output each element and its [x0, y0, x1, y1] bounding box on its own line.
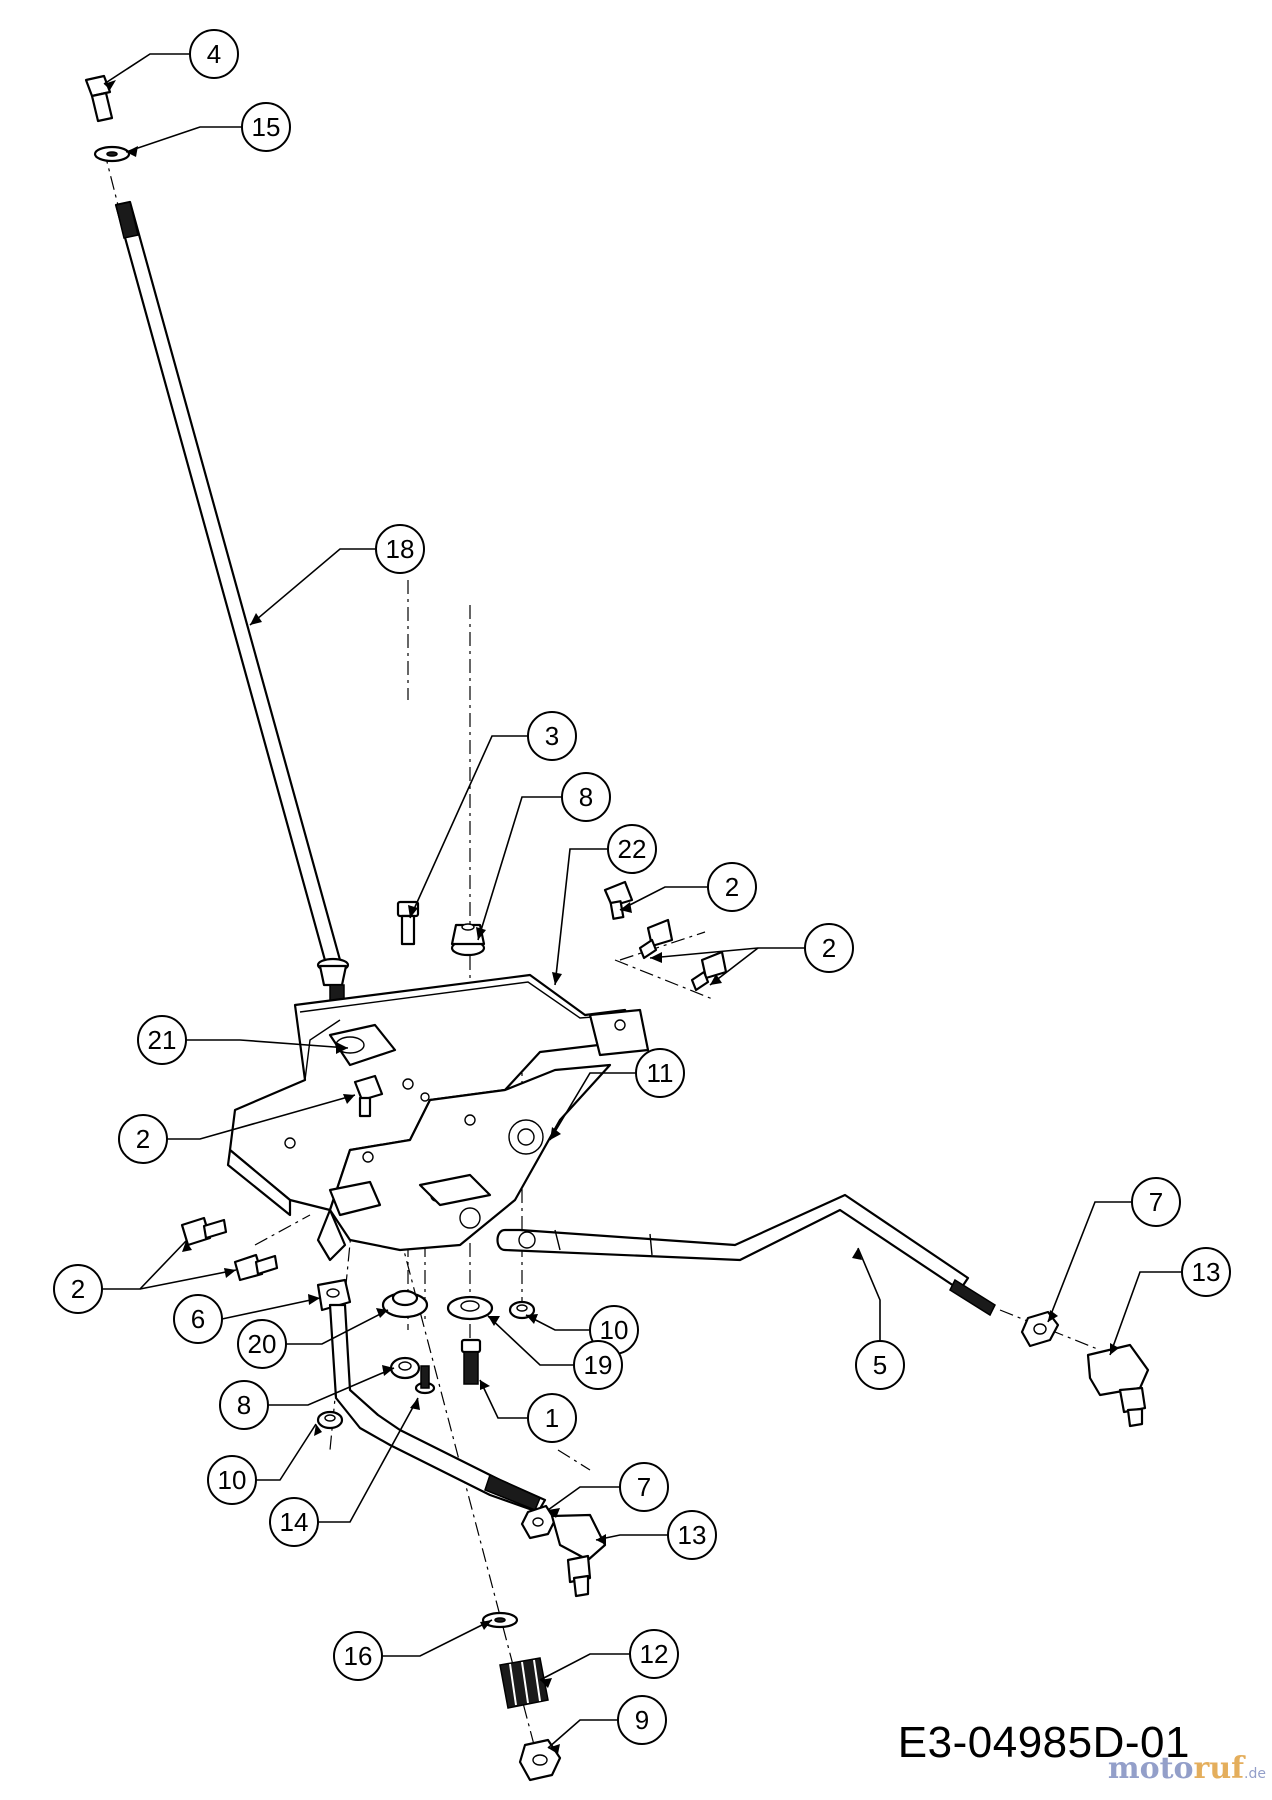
callout-2-lower: 2 [53, 1264, 103, 1314]
svg-text:8: 8 [237, 1390, 251, 1420]
tie-rod-left [316, 1278, 547, 1514]
callout-22: 22 [607, 824, 657, 874]
steering-shaft [114, 200, 350, 1004]
callout-7-left: 7 [619, 1462, 669, 1512]
nut-9 [518, 1738, 562, 1782]
washer-16 [481, 1611, 519, 1629]
svg-text:2: 2 [136, 1124, 150, 1154]
pinion-gear-12 [499, 1657, 549, 1709]
svg-text:7: 7 [1149, 1187, 1163, 1217]
leader-lines [102, 53, 1182, 1749]
center-lines [103, 149, 1101, 1761]
flange-nut-8-upper [450, 923, 486, 957]
svg-text:18: 18 [386, 534, 415, 564]
callout-15: 15 [241, 102, 291, 152]
drag-link [496, 1193, 996, 1317]
ball-joint-left [550, 1513, 607, 1598]
svg-text:21: 21 [148, 1025, 177, 1055]
steering-plate [226, 973, 650, 1262]
svg-text:16: 16 [344, 1641, 373, 1671]
callout-18: 18 [375, 524, 425, 574]
callout-2-mid: 2 [118, 1114, 168, 1164]
top-washer [93, 145, 131, 163]
callout-2-top-b: 2 [804, 923, 854, 973]
bolt-2-lower-a [180, 1216, 228, 1247]
svg-text:7: 7 [637, 1472, 651, 1502]
callout-12: 12 [629, 1629, 679, 1679]
leader-arrowheads [104, 80, 1119, 1754]
callout-6: 6 [173, 1294, 223, 1344]
svg-text:6: 6 [191, 1304, 205, 1334]
callout-5: 5 [855, 1340, 905, 1390]
callout-4: 4 [189, 29, 239, 79]
top-bolt [84, 74, 114, 123]
callout-9: 9 [617, 1695, 667, 1745]
callout-14: 14 [269, 1497, 319, 1547]
watermark-logo: motoruf.de [1107, 1751, 1266, 1786]
svg-text:20: 20 [248, 1329, 277, 1359]
svg-text:10: 10 [218, 1465, 247, 1495]
svg-text:13: 13 [678, 1520, 707, 1550]
callout-13-left: 13 [667, 1510, 717, 1560]
bolt-2-mid [353, 1074, 384, 1118]
bolt-2-top-c [690, 950, 728, 992]
svg-text:12: 12 [640, 1639, 669, 1669]
svg-text:2: 2 [822, 933, 836, 963]
svg-text:13: 13 [1192, 1257, 1221, 1287]
svg-text:15: 15 [252, 112, 281, 142]
svg-text:8: 8 [579, 782, 593, 812]
ball-joint-right [1086, 1343, 1150, 1428]
svg-text:3: 3 [545, 721, 559, 751]
svg-text:1: 1 [545, 1403, 559, 1433]
flange-nut-8-lower [389, 1356, 421, 1380]
callout-11: 11 [635, 1048, 685, 1098]
bolt-2-lower-b [233, 1253, 279, 1282]
bolt-1 [460, 1338, 482, 1385]
nut-10-left [316, 1410, 344, 1430]
callout-13-right: 13 [1181, 1247, 1231, 1297]
svg-text:2: 2 [725, 872, 739, 902]
callout-1: 1 [527, 1393, 577, 1443]
svg-text:2: 2 [71, 1274, 85, 1304]
nut-10-right [508, 1300, 536, 1320]
svg-text:4: 4 [207, 39, 221, 69]
svg-text:11: 11 [647, 1058, 674, 1088]
bolt-3 [396, 900, 420, 946]
callout-19: 19 [573, 1340, 623, 1390]
ball-joint-nut-left [520, 1504, 557, 1540]
callout-7-right: 7 [1131, 1177, 1181, 1227]
callouts: 4 15 18 3 8 22 2 2 [53, 29, 1231, 1745]
screw-14 [414, 1365, 436, 1395]
bushing-20 [381, 1289, 429, 1319]
washer-19 [446, 1295, 494, 1321]
drawing-number: E3-04985D-01 [897, 1718, 1190, 1767]
callout-2-top-a: 2 [707, 862, 757, 912]
callout-20: 20 [237, 1319, 287, 1369]
callout-16: 16 [333, 1631, 383, 1681]
callout-3: 3 [527, 711, 577, 761]
svg-text:9: 9 [635, 1705, 649, 1735]
bolt-2-top-a [603, 880, 634, 920]
svg-text:14: 14 [280, 1507, 309, 1537]
svg-text:19: 19 [584, 1350, 613, 1380]
callout-10-left: 10 [207, 1455, 257, 1505]
bolt-2-top-b [638, 918, 674, 960]
callout-8-lower: 8 [219, 1380, 269, 1430]
callout-8-upper: 8 [561, 772, 611, 822]
callout-21: 21 [137, 1015, 187, 1065]
svg-text:5: 5 [873, 1350, 887, 1380]
svg-text:10: 10 [600, 1315, 629, 1345]
svg-text:22: 22 [618, 834, 647, 864]
